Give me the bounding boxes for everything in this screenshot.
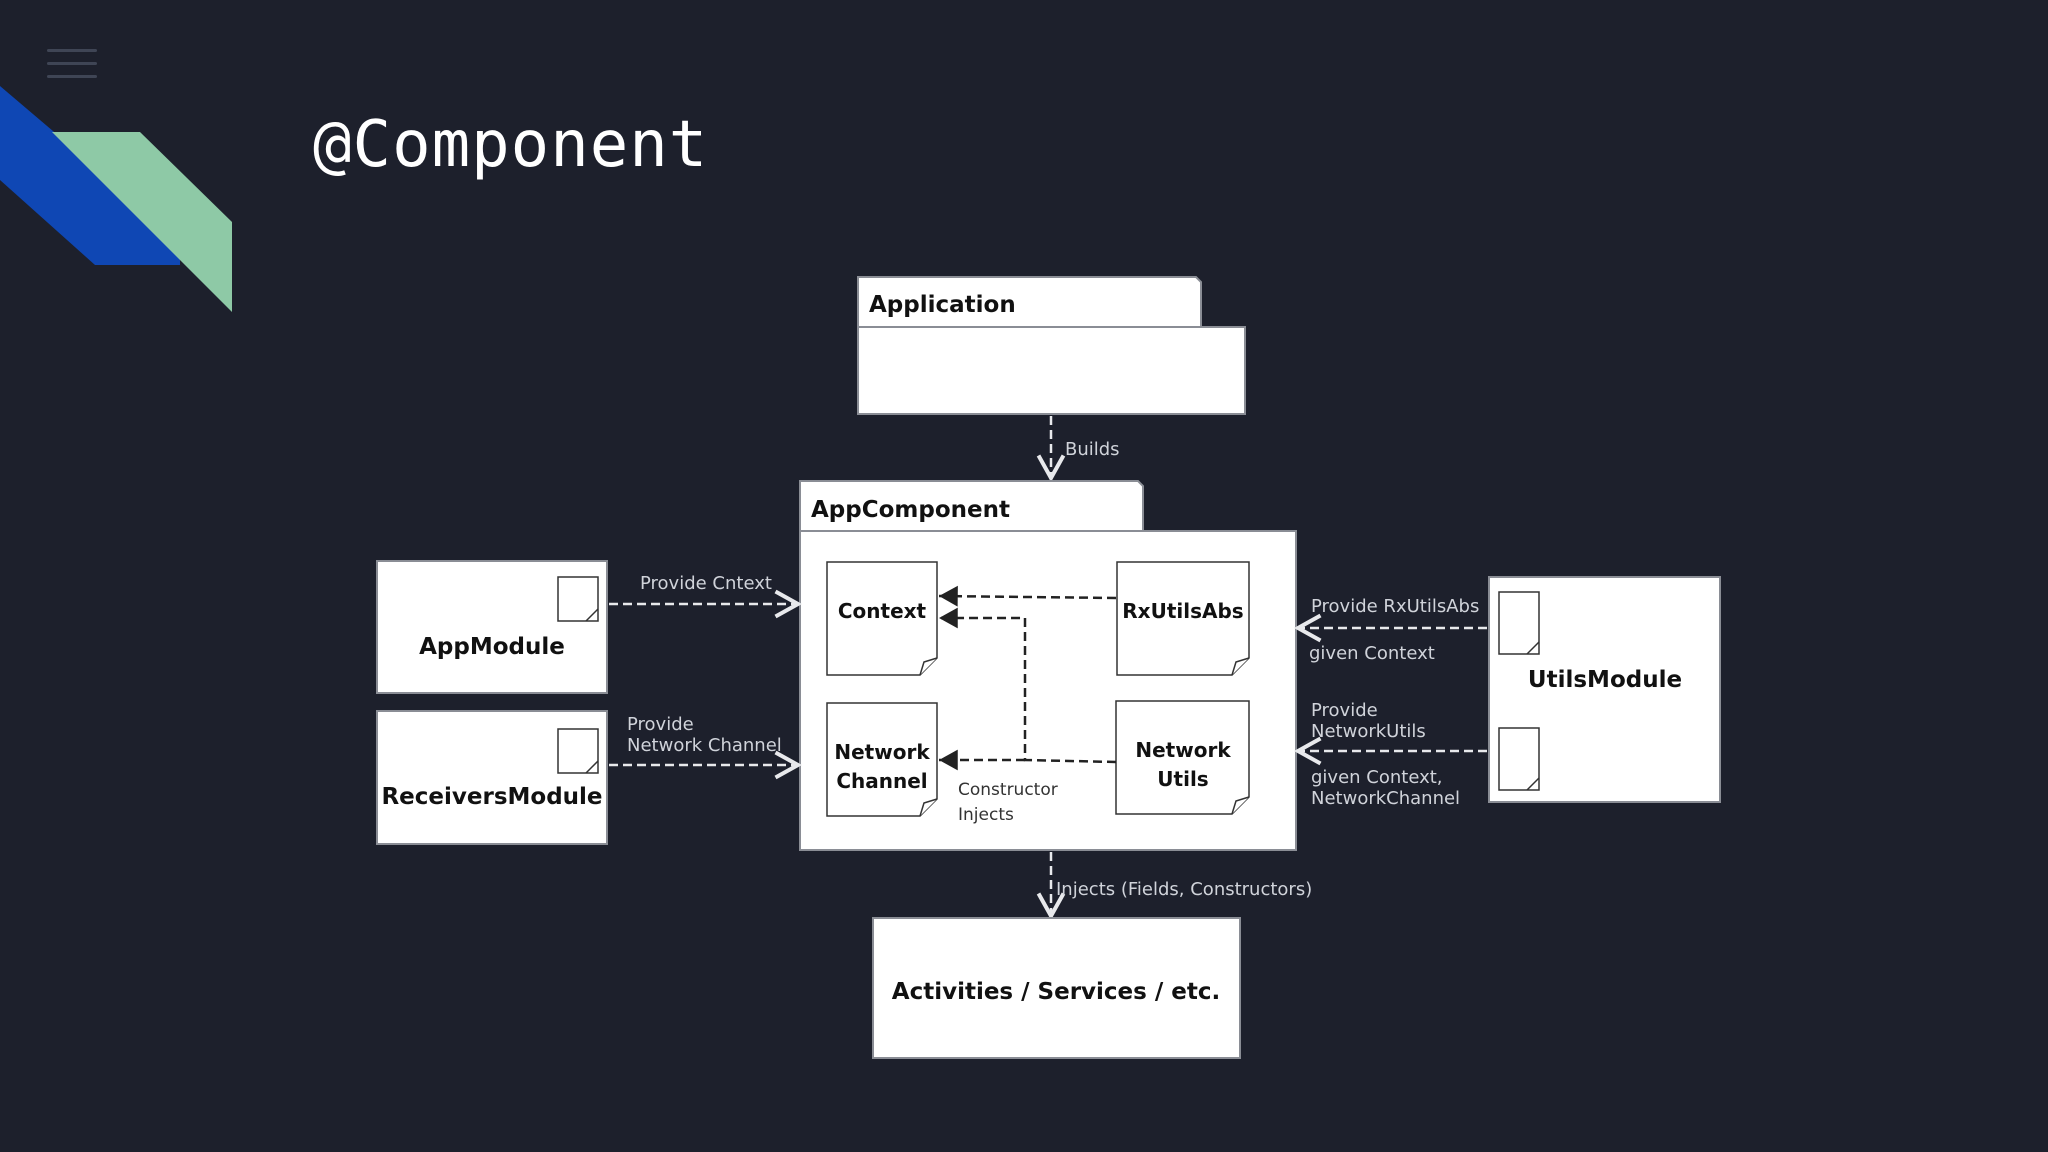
appmodule-node: AppModule: [376, 560, 608, 694]
provide-context-edge: Provide Cntext: [609, 573, 803, 619]
constructor-injects-line1: Constructor: [958, 780, 1058, 800]
provide-networkutils-line1: Provide: [1311, 700, 1378, 721]
context-label: Context: [838, 599, 927, 623]
network-utils-label-line2: Utils: [1157, 767, 1208, 791]
network-utils-label-line1: Network: [1135, 738, 1231, 762]
context-node: Context: [826, 561, 938, 676]
given-context-networkchannel-line2: NetworkChannel: [1311, 788, 1460, 809]
provide-network-channel-line1: Provide: [627, 714, 694, 735]
rxutilsabs-node: RxUtilsAbs: [1116, 561, 1250, 676]
rxutilsabs-to-context-arrow: [938, 585, 1117, 607]
utilsmodule-node: UtilsModule: [1488, 576, 1721, 803]
network-channel-node: Network Channel: [826, 702, 938, 817]
provide-context-label: Provide Cntext: [640, 573, 772, 594]
network-channel-label-line2: Channel: [836, 769, 927, 793]
appcomponent-title: AppComponent: [811, 497, 1010, 523]
activities-label: Activities / Services / etc.: [892, 979, 1220, 1005]
builds-edge: Builds: [1036, 416, 1120, 483]
corner-decoration: [0, 86, 232, 312]
injects-edge: Injects (Fields, Constructors): [1036, 852, 1312, 921]
receiversmodule-label: ReceiversModule: [381, 784, 602, 810]
provide-rxutilsabs-edge: Provide RxUtilsAbs given Context: [1293, 596, 1487, 664]
appcomponent-package: AppComponent Context RxUtilsAbs Network …: [799, 480, 1297, 851]
appmodule-label: AppModule: [419, 634, 565, 660]
provide-rxutilsabs-label: Provide RxUtilsAbs: [1311, 596, 1479, 617]
menu-icon[interactable]: [44, 44, 100, 84]
provide-networkutils-line2: NetworkUtils: [1311, 721, 1426, 742]
rxutilsabs-label: RxUtilsAbs: [1122, 599, 1243, 623]
activities-node: Activities / Services / etc.: [872, 917, 1241, 1059]
network-utils-node: Network Utils: [1115, 700, 1250, 815]
application-title: Application: [869, 292, 1016, 318]
provide-network-channel-line2: Network Channel: [627, 735, 782, 756]
utilsmodule-label: UtilsModule: [1528, 667, 1682, 693]
constructor-injects-line2: Injects: [958, 805, 1014, 825]
network-channel-label-line1: Network: [834, 740, 930, 764]
builds-label: Builds: [1065, 439, 1120, 460]
provide-networkutils-edge: Provide NetworkUtils given Context, Netw…: [1293, 700, 1487, 809]
slide-title: @Component: [313, 108, 709, 182]
receiversmodule-node: ReceiversModule: [376, 710, 608, 845]
given-context-networkchannel-line1: given Context,: [1311, 767, 1443, 788]
application-package: Application: [857, 276, 1246, 415]
networkutils-to-context-arrow: [939, 607, 1117, 764]
given-context-label: given Context: [1309, 643, 1435, 664]
provide-network-channel-edge: Provide Network Channel: [609, 714, 803, 780]
injects-label: Injects (Fields, Constructors): [1056, 879, 1312, 900]
